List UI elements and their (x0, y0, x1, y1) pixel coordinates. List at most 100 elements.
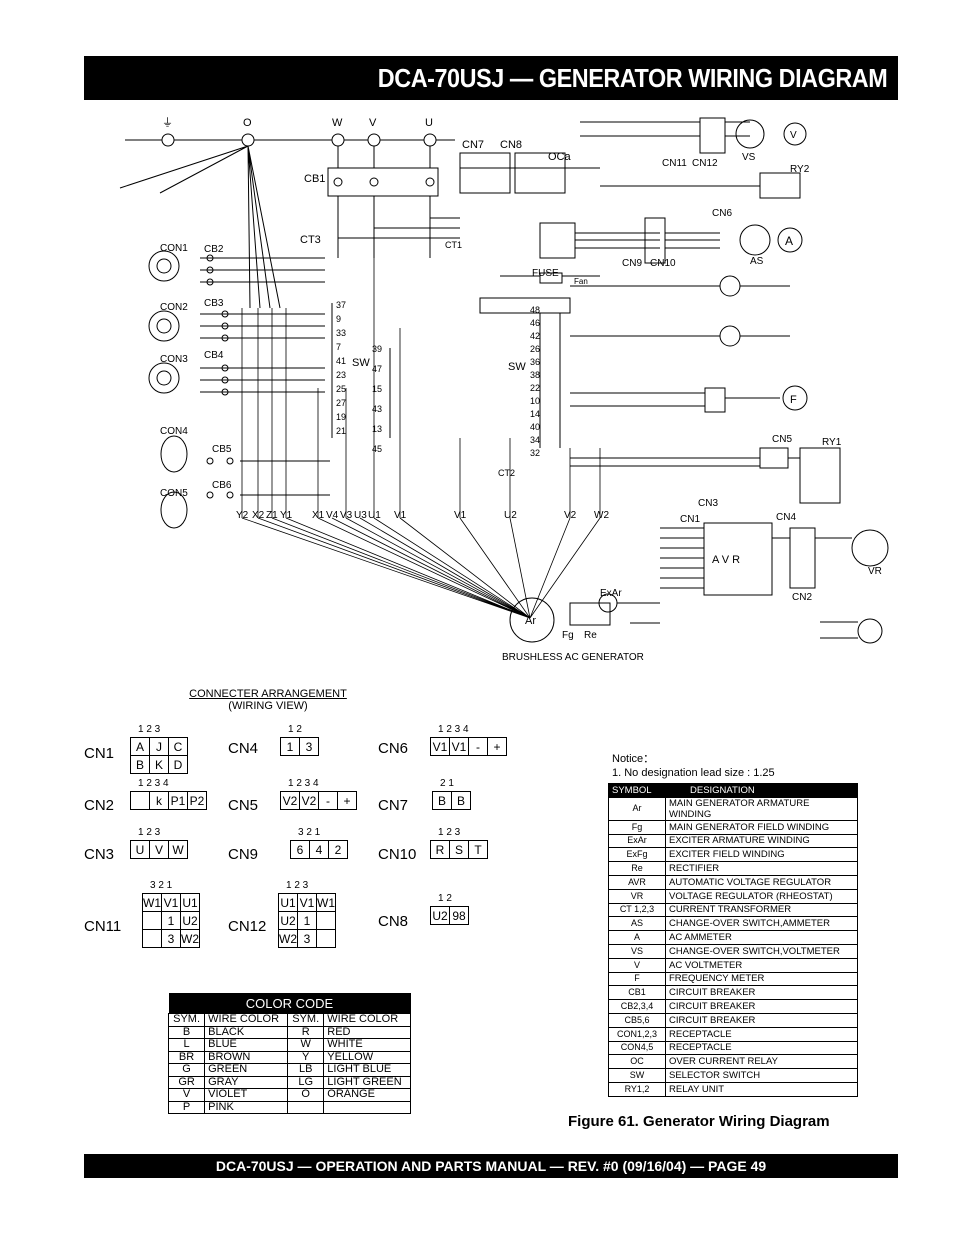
cn1-label: CN1 (680, 514, 700, 525)
fuse-label: FUSE (532, 268, 559, 279)
connector-label: CN4 (228, 740, 259, 757)
designation-cell: RELAY UNIT (665, 1081, 858, 1097)
generator-lead-label: X2 (252, 510, 265, 521)
connector-pin: 3 (161, 929, 181, 948)
connector-label: CN12 (228, 918, 267, 935)
connector-pin: B (451, 791, 471, 810)
terminal-number-label: 34 (530, 435, 540, 445)
terminal-number-label: 25 (336, 384, 346, 394)
connector-pin-numbers: 2 1 (440, 778, 454, 789)
connector-pin: - (468, 737, 488, 756)
connector-pin: 1 (297, 911, 317, 930)
designation-cell: CHANGE-OVER SWITCH,AMMETER (665, 916, 858, 932)
designation-cell: SELECTOR SWITCH (665, 1068, 858, 1083)
v-terminal-label: V (369, 117, 377, 129)
terminal-number-label: 33 (336, 328, 346, 338)
color-name-cell: PINK (204, 1100, 289, 1114)
color-symbol-cell: P (167, 1100, 206, 1114)
cn9-label: CN9 (622, 258, 642, 269)
connector-pin-numbers: 3 2 1 (150, 880, 173, 891)
color-name-cell: WHITE (323, 1038, 411, 1052)
connector-pin: 6 (290, 840, 310, 859)
generator-lead-label: V2 (564, 510, 577, 521)
notice-title: Notice： (612, 753, 655, 765)
symbol-cell: CON1,2,3 (608, 1026, 666, 1042)
color-symbol-cell: Y (287, 1050, 325, 1064)
con4-label: CON4 (160, 426, 188, 437)
color-symbol-cell: L (167, 1038, 206, 1052)
symbol-cell: AS (608, 916, 666, 932)
designation-cell: CIRCUIT BREAKER (665, 999, 858, 1014)
avr-label: A V R (712, 554, 740, 566)
connector-pin: 98 (449, 906, 469, 925)
connector-pin: W2 (278, 929, 298, 948)
color-name-cell: YELLOW (323, 1050, 411, 1064)
designation-cell: AUTOMATIC VOLTAGE REGULATOR (665, 874, 858, 890)
symbol-cell: Ar (608, 796, 666, 821)
footer-text: DCA-70USJ — OPERATION AND PARTS MANUAL —… (215, 1158, 767, 1174)
neutral-terminal-label: O (243, 117, 252, 129)
connector-pin: 1 (280, 737, 300, 756)
w-terminal-label: W (332, 117, 343, 129)
cb2-label: CB2 (204, 244, 224, 255)
cb6-label: CB6 (212, 480, 232, 491)
as-label: AS (750, 256, 764, 267)
cb3-label: CB3 (204, 298, 224, 309)
terminal-number-label: 45 (372, 444, 382, 454)
symbol-cell: RY1,2 (608, 1081, 666, 1097)
ammeter-label: A (785, 234, 793, 248)
designation-cell: EXCITER FIELD WINDING (665, 847, 858, 863)
generator-lead-label: W2 (594, 510, 609, 521)
terminal-number-label: 19 (336, 412, 346, 422)
color-name-cell: VIOLET (204, 1088, 289, 1102)
symbol-cell: V (608, 957, 666, 973)
connector-pin: P2 (187, 791, 207, 810)
wiring-diagram: ⏚ O W V U CB1 CT3 CT1 CN7 CN8 OCa FUSE F… (119, 116, 889, 663)
symbol-cell: Fg (608, 819, 666, 835)
connector-pin: 3 (299, 737, 319, 756)
color-name-cell: BROWN (204, 1050, 289, 1064)
connector-pin: V1 (430, 737, 450, 756)
color-symbol-cell: GR (167, 1075, 206, 1089)
generator-lead-label: V1 (454, 510, 467, 521)
symbol-cell: Re (608, 861, 666, 876)
terminal-number-label: 26 (530, 344, 540, 354)
con5-label: CON5 (160, 488, 188, 499)
connector-pin-numbers: 1 2 3 (138, 724, 161, 735)
color-name-cell: ORANGE (323, 1088, 411, 1102)
connector-label: CN7 (378, 797, 409, 814)
vr-label: VR (868, 566, 882, 577)
terminal-number-label: 27 (336, 398, 346, 408)
generator-lead-label: Y2 (236, 510, 249, 521)
terminal-number-label: 36 (530, 357, 540, 367)
connector-pin-numbers: 3 2 1 (298, 827, 321, 838)
color-name-cell: GREEN (204, 1063, 289, 1077)
connector-pin: V2 (299, 791, 319, 810)
terminal-number-label: 9 (336, 314, 341, 324)
terminal-number-label: 23 (336, 370, 346, 380)
connector-pin (316, 929, 336, 948)
color-symbol-cell: W (287, 1038, 325, 1052)
connector-pin-numbers: 1 2 3 4 (288, 778, 319, 789)
symbol-cell: CB5,6 (608, 1012, 666, 1028)
symbol-cell: VS (608, 943, 666, 959)
symbol-cell: CT 1,2,3 (608, 902, 666, 918)
connector-pin (130, 791, 150, 810)
connector-pin-numbers: 1 2 3 (438, 827, 461, 838)
